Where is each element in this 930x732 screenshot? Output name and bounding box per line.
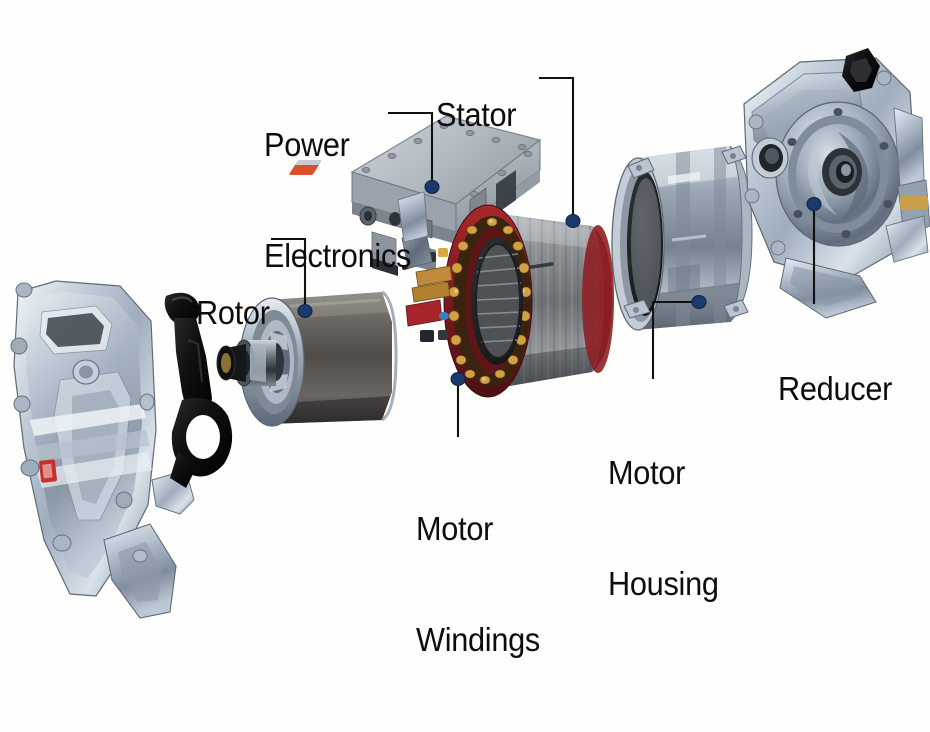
leader-dots	[297, 180, 822, 386]
label-motor-windings: Motor Windings	[416, 436, 540, 732]
rotor-part	[216, 290, 398, 427]
leader-power-electronics	[387, 111, 434, 188]
label-power-electronics: Power Electronics	[264, 52, 411, 348]
leader-dot-motor-housing	[691, 295, 707, 309]
stator-part	[397, 191, 614, 398]
label-reducer: Reducer	[778, 296, 892, 481]
leader-dot-stator	[565, 214, 581, 228]
label-rotor-line1: Rotor	[196, 294, 270, 331]
label-power-electronics-line2: Electronics	[264, 237, 412, 274]
leader-rotor	[270, 237, 307, 312]
label-motor-windings-line1: Motor	[416, 510, 494, 547]
label-power-electronics-line1: Power	[264, 126, 350, 163]
winding-endturns	[448, 216, 532, 386]
assembly-artwork	[10, 48, 930, 619]
label-reducer-line1: Reducer	[778, 370, 893, 407]
label-motor-housing-line2: Housing	[608, 565, 719, 602]
label-motor-housing-line1: Motor	[608, 454, 686, 491]
gearbox-cover-part	[10, 280, 195, 619]
leader-dot-rotor	[297, 304, 313, 318]
label-stator-line1: Stator	[436, 96, 517, 133]
label-stator: Stator	[436, 22, 516, 207]
leader-motor-housing	[651, 300, 699, 380]
leader-dot-power-electronics	[424, 180, 440, 194]
leader-dot-motor-windings	[450, 372, 466, 386]
label-rotor: Rotor	[196, 220, 270, 405]
label-motor-housing: Motor Housing	[608, 380, 719, 676]
leader-lines	[270, 76, 816, 438]
leader-stator	[538, 76, 575, 221]
leader-dot-reducer	[806, 197, 822, 211]
reducer-part	[743, 48, 930, 319]
diagram-canvas: Power Electronics Stator Rotor Reducer M…	[10, 22, 930, 658]
mount-bracket-part	[164, 292, 233, 488]
motor-housing-part	[611, 145, 753, 331]
